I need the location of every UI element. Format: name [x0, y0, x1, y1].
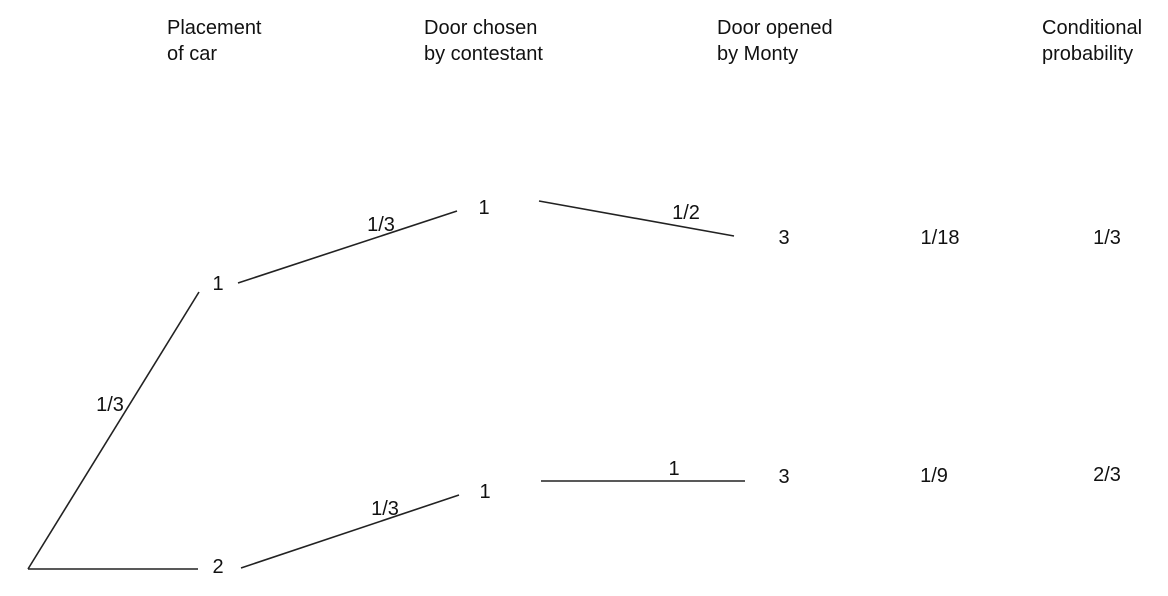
branch-car2-to-chosen: [240, 494, 460, 569]
node-car-1: 1: [212, 273, 224, 295]
edge-label-car2-chosen: 1/3: [371, 498, 399, 520]
conditional-probability-upper: 1/3: [1093, 227, 1121, 249]
header-door-chosen: Door chosen by contestant: [424, 17, 543, 65]
edge-label-root-car1: 1/3: [96, 394, 124, 416]
branch-chosen-to-opened-upper: [538, 200, 735, 237]
branch-car1-to-chosen: [237, 210, 458, 284]
conditional-probability-lower: 2/3: [1093, 464, 1121, 486]
node-opened-lower: 3: [778, 466, 790, 488]
joint-probability-upper: 1/18: [920, 227, 960, 249]
header-placement-of-car: Placement of car: [167, 17, 262, 65]
branch-root-to-car1: [27, 291, 200, 570]
joint-probability-lower: 1/9: [920, 465, 948, 487]
edge-label-chosen-opened-lower: 1: [668, 458, 680, 480]
node-car-2: 2: [212, 556, 224, 578]
node-chosen-lower: 1: [479, 481, 491, 503]
edge-label-car1-chosen: 1/3: [367, 214, 395, 236]
header-door-opened: Door opened by Monty: [717, 17, 833, 65]
header-conditional-probability: Conditional probability: [1042, 17, 1143, 65]
node-chosen-upper: 1: [478, 197, 490, 219]
edge-label-chosen-opened-upper: 1/2: [672, 202, 700, 224]
node-opened-upper: 3: [778, 227, 790, 249]
